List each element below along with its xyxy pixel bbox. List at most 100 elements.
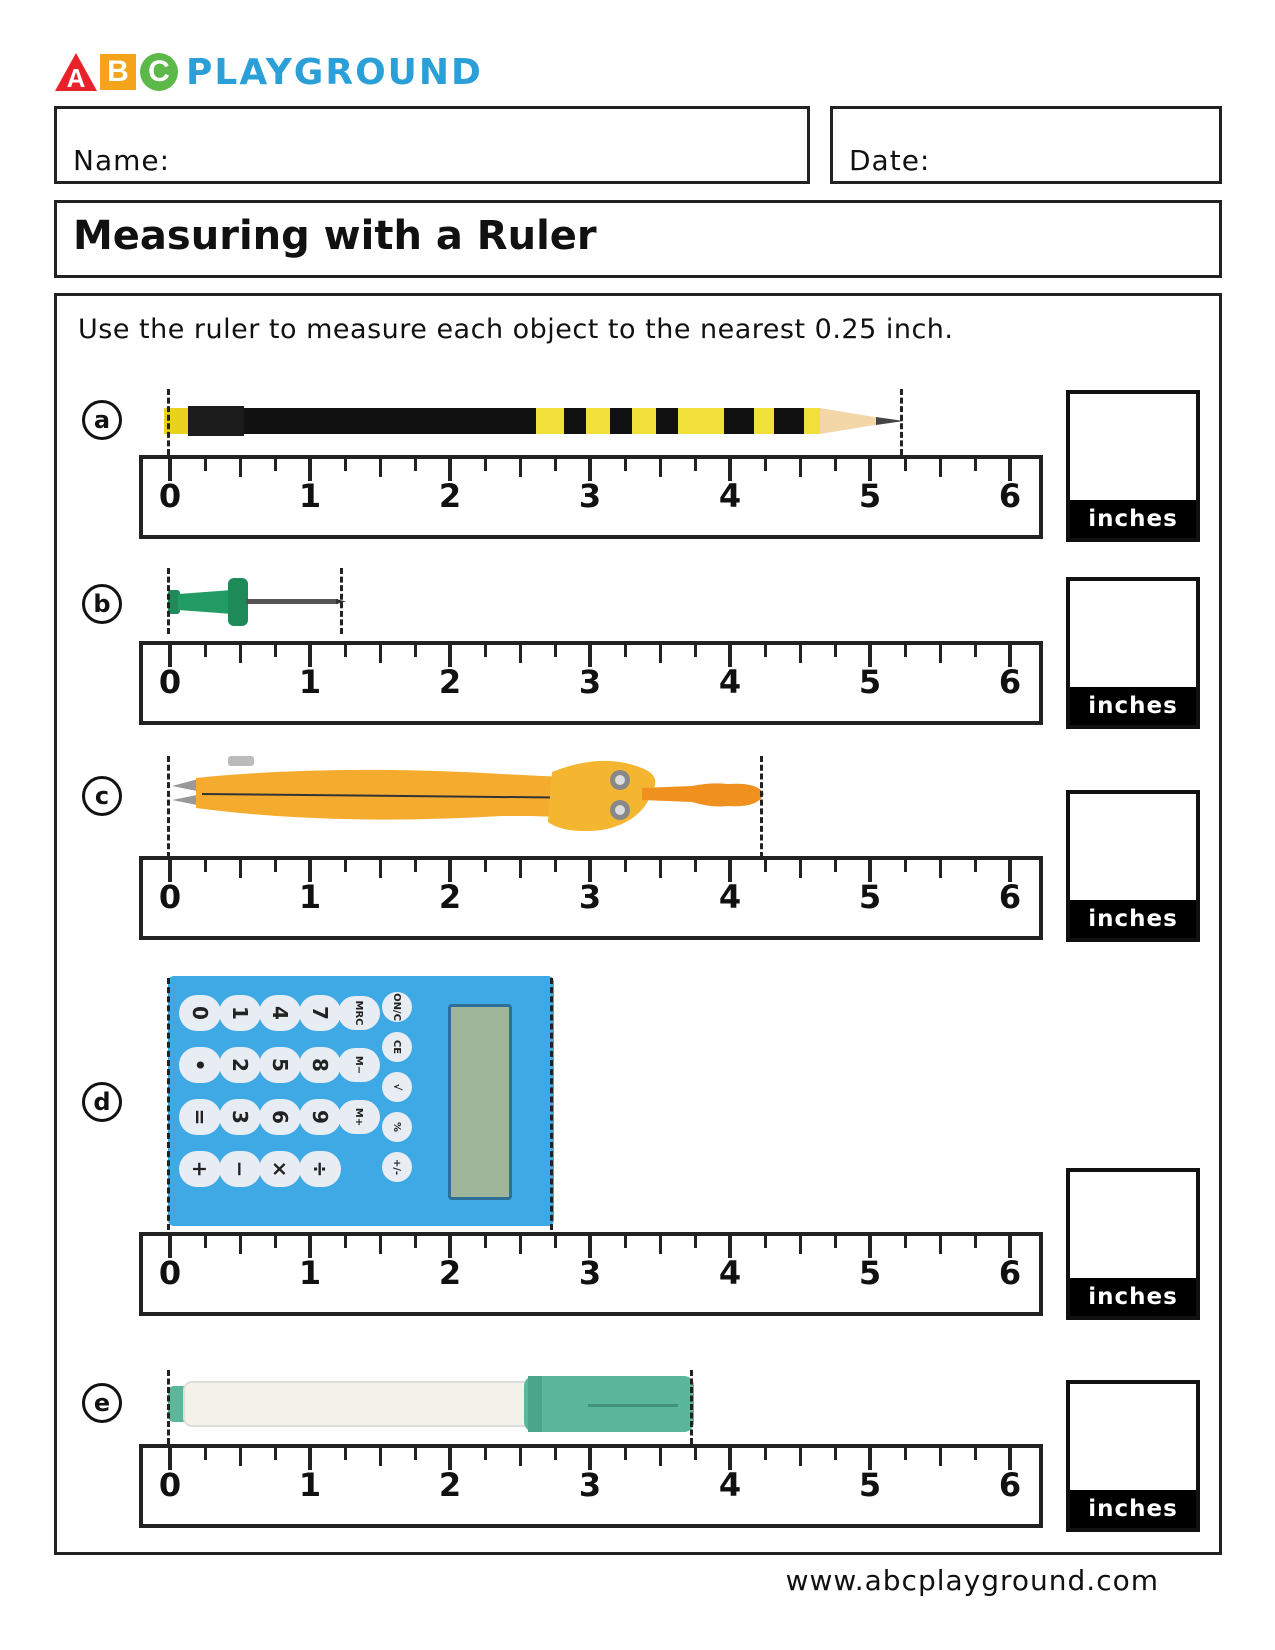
ruler-tick [343, 459, 347, 471]
ruler-tick [938, 645, 942, 663]
ruler-number: 6 [998, 1254, 1022, 1292]
ruler-tick [553, 1236, 557, 1248]
ruler-tick [448, 459, 452, 481]
unit-label: inches [1070, 687, 1196, 725]
ruler-number: 3 [578, 1254, 602, 1292]
end-guide-line [760, 756, 763, 858]
calculator-key: × [259, 1151, 301, 1187]
calculator-key: − [219, 1151, 261, 1187]
ruler-tick [308, 645, 312, 667]
ruler-tick [973, 1448, 977, 1460]
ruler-tick [483, 1448, 487, 1460]
calculator-key: 1 [219, 995, 261, 1031]
ruler-tick [518, 1236, 522, 1254]
ruler-tick [273, 1236, 277, 1248]
calculator-key: 9 [299, 1099, 341, 1135]
answer-box-c[interactable]: inches [1066, 790, 1200, 942]
ruler-number: 1 [298, 1466, 322, 1504]
end-guide-line [900, 389, 903, 455]
ruler-number: 6 [998, 878, 1022, 916]
ruler-tick [378, 860, 382, 878]
ruler-tick [693, 459, 697, 471]
ruler-tick [343, 860, 347, 872]
ruler-tick [728, 860, 732, 882]
ruler-tick [1008, 860, 1012, 882]
ruler-tick [1008, 1236, 1012, 1258]
calculator-key: +/- [382, 1152, 412, 1182]
pencil-icon [164, 406, 904, 436]
start-guide-line [167, 568, 170, 634]
ruler-tick [623, 860, 627, 872]
calculator-key: 5 [259, 1047, 301, 1083]
footer-url[interactable]: www.abcplayground.com [785, 1564, 1159, 1597]
calculator-key: M− [338, 1048, 380, 1082]
ruler-number: 3 [578, 878, 602, 916]
ruler-tick [588, 1236, 592, 1258]
ruler-number: 5 [858, 1254, 882, 1292]
ruler-tick [308, 1236, 312, 1258]
ruler-tick [693, 1236, 697, 1248]
ruler-tick [308, 459, 312, 481]
ruler-tick [168, 1236, 172, 1258]
ruler-tick [238, 459, 242, 477]
start-guide-line [167, 1370, 170, 1444]
name-field[interactable]: Name: [54, 106, 810, 184]
ruler-tick [763, 1448, 767, 1460]
calculator-key: MRC [338, 996, 380, 1030]
date-field[interactable]: Date: [830, 106, 1222, 184]
ruler-tick [483, 645, 487, 657]
worksheet-panel [54, 293, 1222, 1555]
ruler-number: 4 [718, 1466, 742, 1504]
ruler-tick [903, 645, 907, 657]
name-label: Name: [73, 144, 171, 177]
ruler-tick [553, 645, 557, 657]
ruler-tick [553, 1448, 557, 1460]
calculator-key: 0 [179, 995, 221, 1031]
ruler-tick [1008, 459, 1012, 481]
logo-letter-a: A [54, 52, 98, 92]
ruler-tick [168, 645, 172, 667]
answer-box-e[interactable]: inches [1066, 1380, 1200, 1532]
ruler-tick [378, 1236, 382, 1254]
ruler-tick [448, 645, 452, 667]
calculator-key: % [382, 1112, 412, 1142]
ruler-tick [903, 1448, 907, 1460]
answer-box-a[interactable]: inches [1066, 390, 1200, 542]
ruler-tick [903, 1236, 907, 1248]
ruler-tick [483, 1236, 487, 1248]
ruler-tick [833, 645, 837, 657]
ruler-number: 3 [578, 1466, 602, 1504]
ruler-tick [203, 645, 207, 657]
ruler-tick [728, 645, 732, 667]
ruler-tick [413, 459, 417, 471]
answer-box-d[interactable]: inches [1066, 1168, 1200, 1320]
ruler-tick [343, 645, 347, 657]
ruler-tick [623, 459, 627, 471]
ruler-tick [203, 860, 207, 872]
ruler-tick [938, 1236, 942, 1254]
calculator-key: ON/C [382, 992, 412, 1022]
logo-a-triangle-icon: A [55, 53, 97, 92]
instructions: Use the ruler to measure each object to … [78, 314, 954, 345]
ruler-tick [798, 1448, 802, 1466]
ruler-tick [518, 860, 522, 878]
ruler-tick [308, 1448, 312, 1470]
ruler-number: 3 [578, 663, 602, 701]
ruler-number: 6 [998, 1466, 1022, 1504]
ruler-tick [273, 645, 277, 657]
logo-text: PLAYGROUND [186, 51, 483, 93]
ruler-tick [658, 1448, 662, 1466]
calculator-key: + [179, 1151, 221, 1187]
ruler-tick [1008, 1448, 1012, 1470]
ruler-tick [623, 1448, 627, 1460]
ruler-tick [623, 645, 627, 657]
brand-logo: A B C PLAYGROUND [54, 51, 483, 93]
ruler-tick [588, 1448, 592, 1470]
ruler-tick [658, 860, 662, 878]
ruler-tick [798, 459, 802, 477]
answer-box-b[interactable]: inches [1066, 577, 1200, 729]
ruler-tick [868, 645, 872, 667]
ruler-tick [343, 1236, 347, 1248]
